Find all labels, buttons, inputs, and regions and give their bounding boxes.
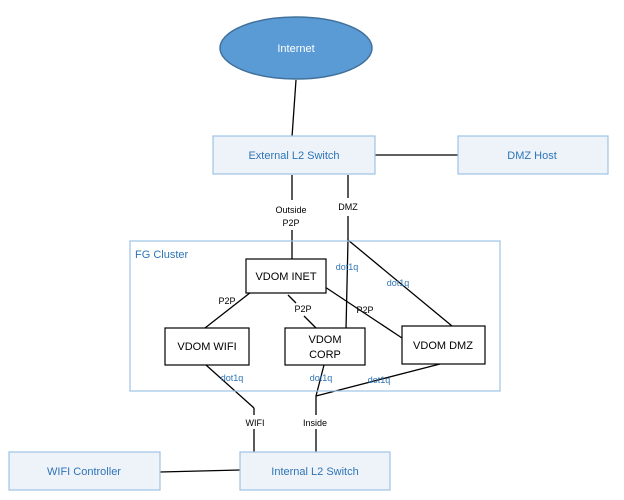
p2p-wifi-label: P2P — [218, 296, 235, 306]
inside-link-label: Inside — [303, 418, 327, 428]
link-wifi-down — [205, 364, 255, 409]
wifi-controller-node — [8, 451, 161, 491]
link-inet-corp-a — [287, 294, 297, 304]
vdom-inet-node — [245, 258, 327, 294]
internet-node — [219, 16, 373, 80]
dmz-host-label: DMZ Host — [507, 150, 557, 162]
p2p-corp-label: P2P — [294, 304, 311, 314]
link-dot1q-corp-trunk — [345, 239, 349, 331]
dot1q-dmz-label: dot1q — [368, 375, 391, 385]
external-switch-label: External L2 Switch — [248, 150, 339, 162]
link-internet-external — [291, 79, 297, 138]
outside-label-line1: Outside — [275, 205, 306, 215]
dot1q-wifi-label: dot1q — [221, 373, 244, 383]
dmz-link-label: DMZ — [338, 202, 358, 212]
vdom-dmz-label: VDOM DMZ — [413, 340, 473, 352]
vdom-dmz-node — [401, 325, 486, 365]
vdom-wifi-node — [164, 327, 250, 366]
p2p-dmz-label: P2P — [356, 305, 373, 315]
vdom-inet-label: VDOM INET — [255, 271, 316, 283]
vdom-wifi-label: VDOM WIFI — [177, 341, 236, 353]
internal-switch-label: Internal L2 Switch — [271, 466, 358, 478]
internet-label: Internet — [277, 43, 314, 55]
internal-switch-node — [239, 451, 391, 491]
vdom-corp-label-line1: VDOM — [309, 334, 342, 346]
wifi-link-label: WIFI — [246, 418, 265, 428]
wifi-controller-label: WIFI Controller — [47, 466, 121, 478]
link-inet-dmz — [321, 284, 403, 339]
fg-cluster-label: FG Cluster — [135, 249, 189, 261]
fg-cluster-box — [129, 240, 501, 392]
outside-label-line2: P2P — [282, 218, 299, 228]
inside-link-label-bg — [298, 415, 332, 429]
wifi-link-label-bg — [240, 415, 268, 429]
link-dot1q-dmz-trunk — [347, 239, 453, 327]
dmz-host-node — [457, 135, 609, 175]
vdom-corp-label-line2: CORP — [309, 349, 341, 361]
vdom-corp-node — [284, 327, 366, 366]
dot1q-trunk-corp-label: dot1q — [336, 262, 359, 272]
link-controller-internal — [159, 469, 241, 473]
link-inet-corp-b — [303, 315, 317, 329]
dot1q-corp-label: dot1q — [310, 373, 333, 383]
external-switch-node — [212, 135, 376, 175]
dot1q-trunk-dmz-label: dot1q — [387, 278, 410, 288]
